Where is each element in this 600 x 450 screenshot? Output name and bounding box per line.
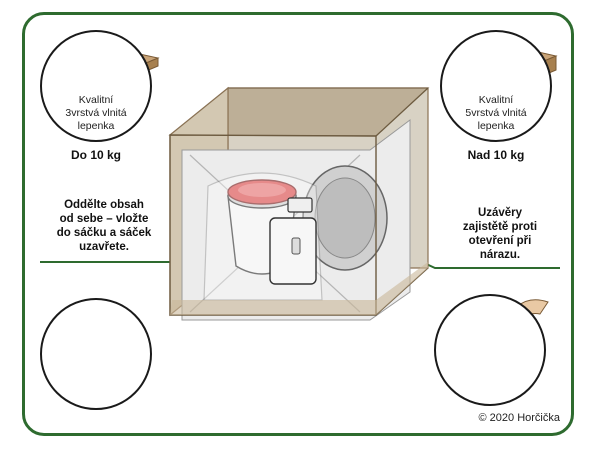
callout-closures: Uzávěry zajistětě proti otevření při nár… <box>462 207 538 261</box>
material-3ply-text: Kvalitní 3vrstvá vlnitá lepenka <box>65 94 127 132</box>
bag-clip <box>287 197 313 213</box>
weight-label-right: Nad 10 kg <box>467 148 525 162</box>
weight-label-left: Do 10 kg <box>70 148 121 162</box>
material-5ply-text: Kvalitní 5vrstvá vlnitá lepenka <box>465 94 527 132</box>
cardboard-box <box>168 86 430 321</box>
circle-bucket <box>434 294 546 406</box>
circle-5ply: Kvalitní 5vrstvá vlnitá lepenka <box>440 30 552 142</box>
callout-separate: Oddělte obsah od sebe – vložte do sáčku … <box>56 199 152 253</box>
copyright-text: © 2020 Horčička <box>478 412 560 424</box>
circle-bag <box>40 298 152 410</box>
circle-3ply: Kvalitní 3vrstvá vlnitá lepenka <box>40 30 152 142</box>
bottom-filler <box>170 262 428 315</box>
rounded-frame <box>22 12 574 436</box>
